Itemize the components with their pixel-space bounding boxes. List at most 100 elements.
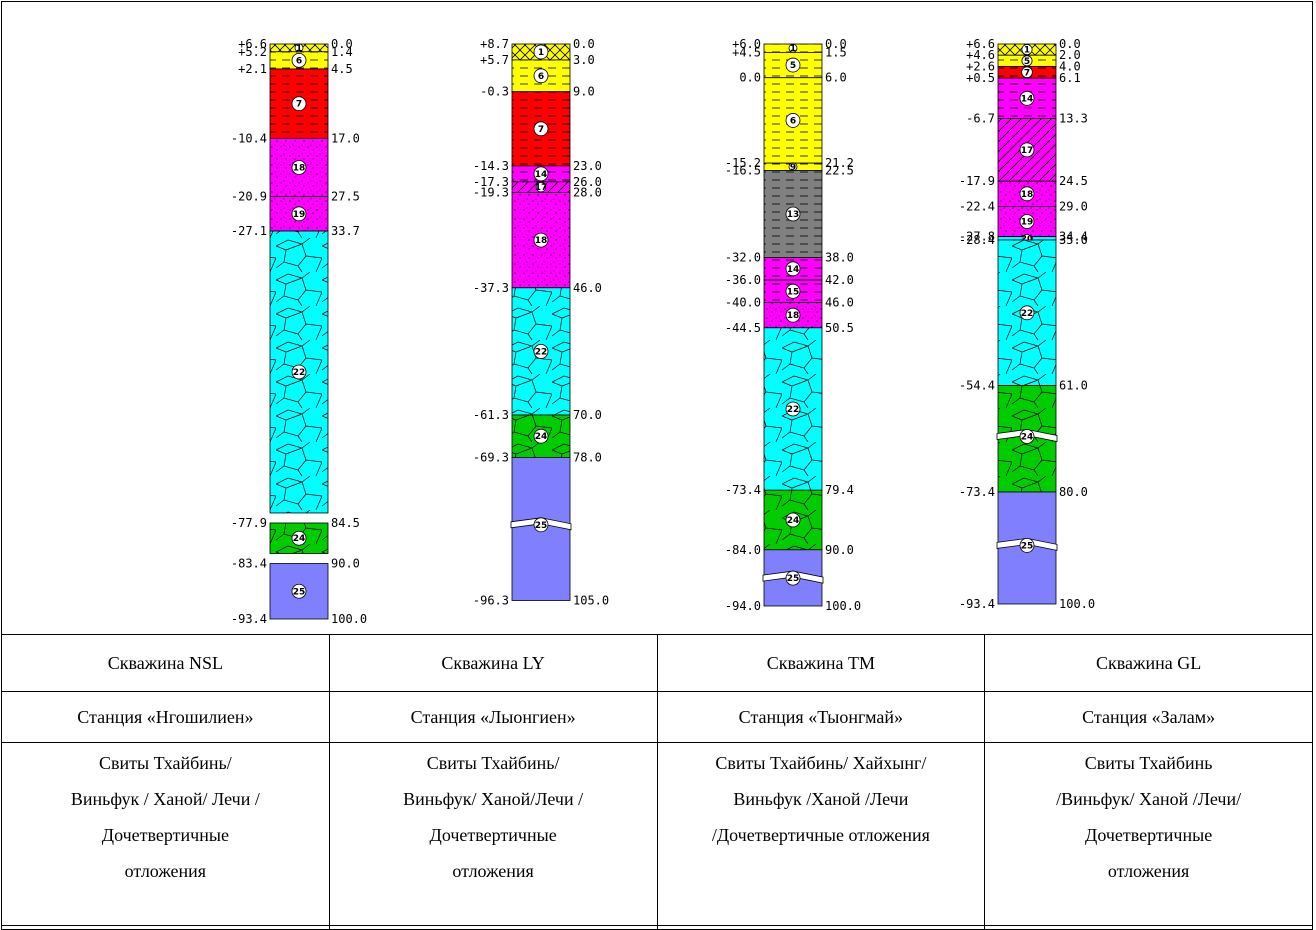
depth-label: 78.0: [573, 450, 602, 464]
layer-code-label: 6: [790, 116, 796, 126]
layer-code-label: 5: [790, 61, 796, 71]
layer-code-label: 25: [293, 587, 306, 597]
depth-label: 0.0: [573, 37, 595, 51]
elevation-label: -36.0: [725, 273, 761, 287]
layer-code-circle: [533, 166, 549, 182]
depth-label: 2.0: [1059, 48, 1081, 62]
layer-code-label: 5: [1024, 57, 1030, 67]
depth-label: 21.2: [825, 156, 854, 170]
well-name-gl: Скважина GL: [984, 634, 1313, 692]
elevation-label: -77.9: [231, 516, 267, 530]
depth-label: 35.0: [1059, 233, 1088, 247]
table-row-wells: Скважина NSL Скважина LY Скважина TM Скв…: [1, 634, 1313, 692]
elevation-label: -84.0: [725, 543, 761, 557]
suites-gl: Свиты Тхайбинь /Виньфук/ Ханой /Лечи/ До…: [984, 742, 1313, 930]
well-name-ly: Скважина LY: [328, 634, 658, 692]
layer-code-label: 1: [790, 44, 796, 54]
wells-table: Скважина NSL Скважина LY Скважина TM Скв…: [1, 634, 1313, 930]
depth-label: 90.0: [331, 557, 360, 571]
layer-code-circle: [785, 261, 801, 277]
layer-code-circle: [785, 570, 801, 586]
depth-label: 50.5: [825, 321, 854, 335]
layer-code-circle: [291, 96, 307, 112]
layer-code-circle: [1021, 55, 1033, 67]
layer-code-circle: [291, 364, 307, 380]
elevation-label: +4.6: [966, 48, 995, 62]
elevation-label: -27.1: [231, 224, 267, 238]
suites-line: Дочетвертичные: [101, 825, 229, 845]
depth-label: 79.4: [825, 483, 854, 497]
elevation-label: -54.4: [959, 379, 995, 393]
elevation-label: -15.2: [725, 156, 761, 170]
depth-label: 84.5: [331, 516, 360, 530]
layer-code-label: 19: [293, 210, 306, 220]
elevation-label: -6.7: [966, 111, 995, 125]
elevation-label: -73.4: [725, 483, 761, 497]
suites-nsl: Свиты Тхайбинь/ Виньфук / Ханой/ Лечи / …: [1, 742, 330, 930]
depth-label: 42.0: [825, 273, 854, 287]
elevation-label: -94.0: [725, 599, 761, 613]
layer-code-circle: [533, 68, 549, 84]
layer-code-label: 6: [296, 56, 302, 66]
table-row-stations: Станция «Нгошилиен» Станция «Лыонгиен» С…: [1, 691, 1313, 743]
layer-code-circle: [533, 44, 549, 60]
layer-code-label: 24: [787, 516, 800, 526]
layer-code-circle: [1019, 538, 1035, 553]
layer-code-label: 13: [787, 210, 800, 220]
layer-code-label: 19: [1021, 218, 1034, 228]
depth-label: 17.0: [331, 131, 360, 145]
layer-code-label: 9: [790, 163, 796, 173]
elevation-label: +6.0: [732, 37, 761, 51]
layer-code-circle: [1019, 214, 1035, 229]
elevation-label: -0.3: [480, 85, 509, 99]
depth-label: 3.0: [573, 53, 595, 67]
layer-code-circle: [785, 113, 801, 128]
layer-code-label: 22: [787, 405, 800, 415]
elevation-label: -37.3: [473, 281, 509, 295]
layer-code-circle: [291, 583, 307, 599]
elevation-label: -32.0: [725, 251, 761, 265]
layer-code-circle: [1019, 305, 1035, 321]
depth-label: 0.0: [331, 37, 353, 51]
layer-code-label: 18: [1021, 190, 1034, 200]
layer-code-circle: [291, 206, 307, 222]
depth-label: 34.4: [1059, 230, 1088, 244]
layer-25: [269, 563, 329, 620]
suites-line: отложения: [124, 861, 207, 881]
layer-code-circle: [785, 401, 801, 417]
layer-code-circle: [535, 181, 547, 193]
elevation-label: -93.4: [231, 612, 267, 626]
layer-code-label: 24: [535, 432, 548, 442]
layer-code-label: 24: [1021, 432, 1034, 442]
depth-label: 29.0: [1059, 199, 1088, 213]
depth-label: 24.5: [1059, 174, 1088, 188]
depth-label: 23.0: [573, 159, 602, 173]
layer-code-circle: [785, 206, 801, 222]
elevation-label: +2.1: [238, 62, 267, 76]
depth-label: 1.4: [331, 45, 353, 59]
depth-label: 70.0: [573, 408, 602, 422]
station-gl: Станция «Залам»: [984, 691, 1313, 743]
depth-label: 4.0: [1059, 59, 1081, 73]
depth-label: 6.0: [825, 71, 847, 85]
layer-code-label: 22: [535, 347, 548, 357]
elevation-label: +0.5: [966, 71, 995, 85]
depth-label: 1.5: [825, 45, 847, 59]
suites-line: Виньфук / Ханой/ Лечи /: [70, 789, 260, 809]
elevation-label: +6.6: [966, 37, 995, 51]
depth-label: 90.0: [825, 543, 854, 557]
layer-code-circle: [785, 512, 801, 528]
layer-code-label: 18: [787, 311, 800, 321]
well-name-nsl: Скважина NSL: [1, 634, 330, 692]
elevation-label: -17.3: [473, 175, 509, 189]
elevation-label: -40.0: [725, 296, 761, 310]
elevation-label: -93.4: [959, 597, 995, 611]
elevation-label: 0.0: [739, 71, 761, 85]
layer-code-label: 1: [1024, 46, 1030, 56]
layer-code-circle: [533, 428, 549, 444]
layer-code-label: 7: [1024, 68, 1030, 78]
layer-code-circle: [1021, 44, 1033, 56]
layer-code-label: 7: [538, 125, 544, 135]
elevation-label: +8.7: [480, 37, 509, 51]
